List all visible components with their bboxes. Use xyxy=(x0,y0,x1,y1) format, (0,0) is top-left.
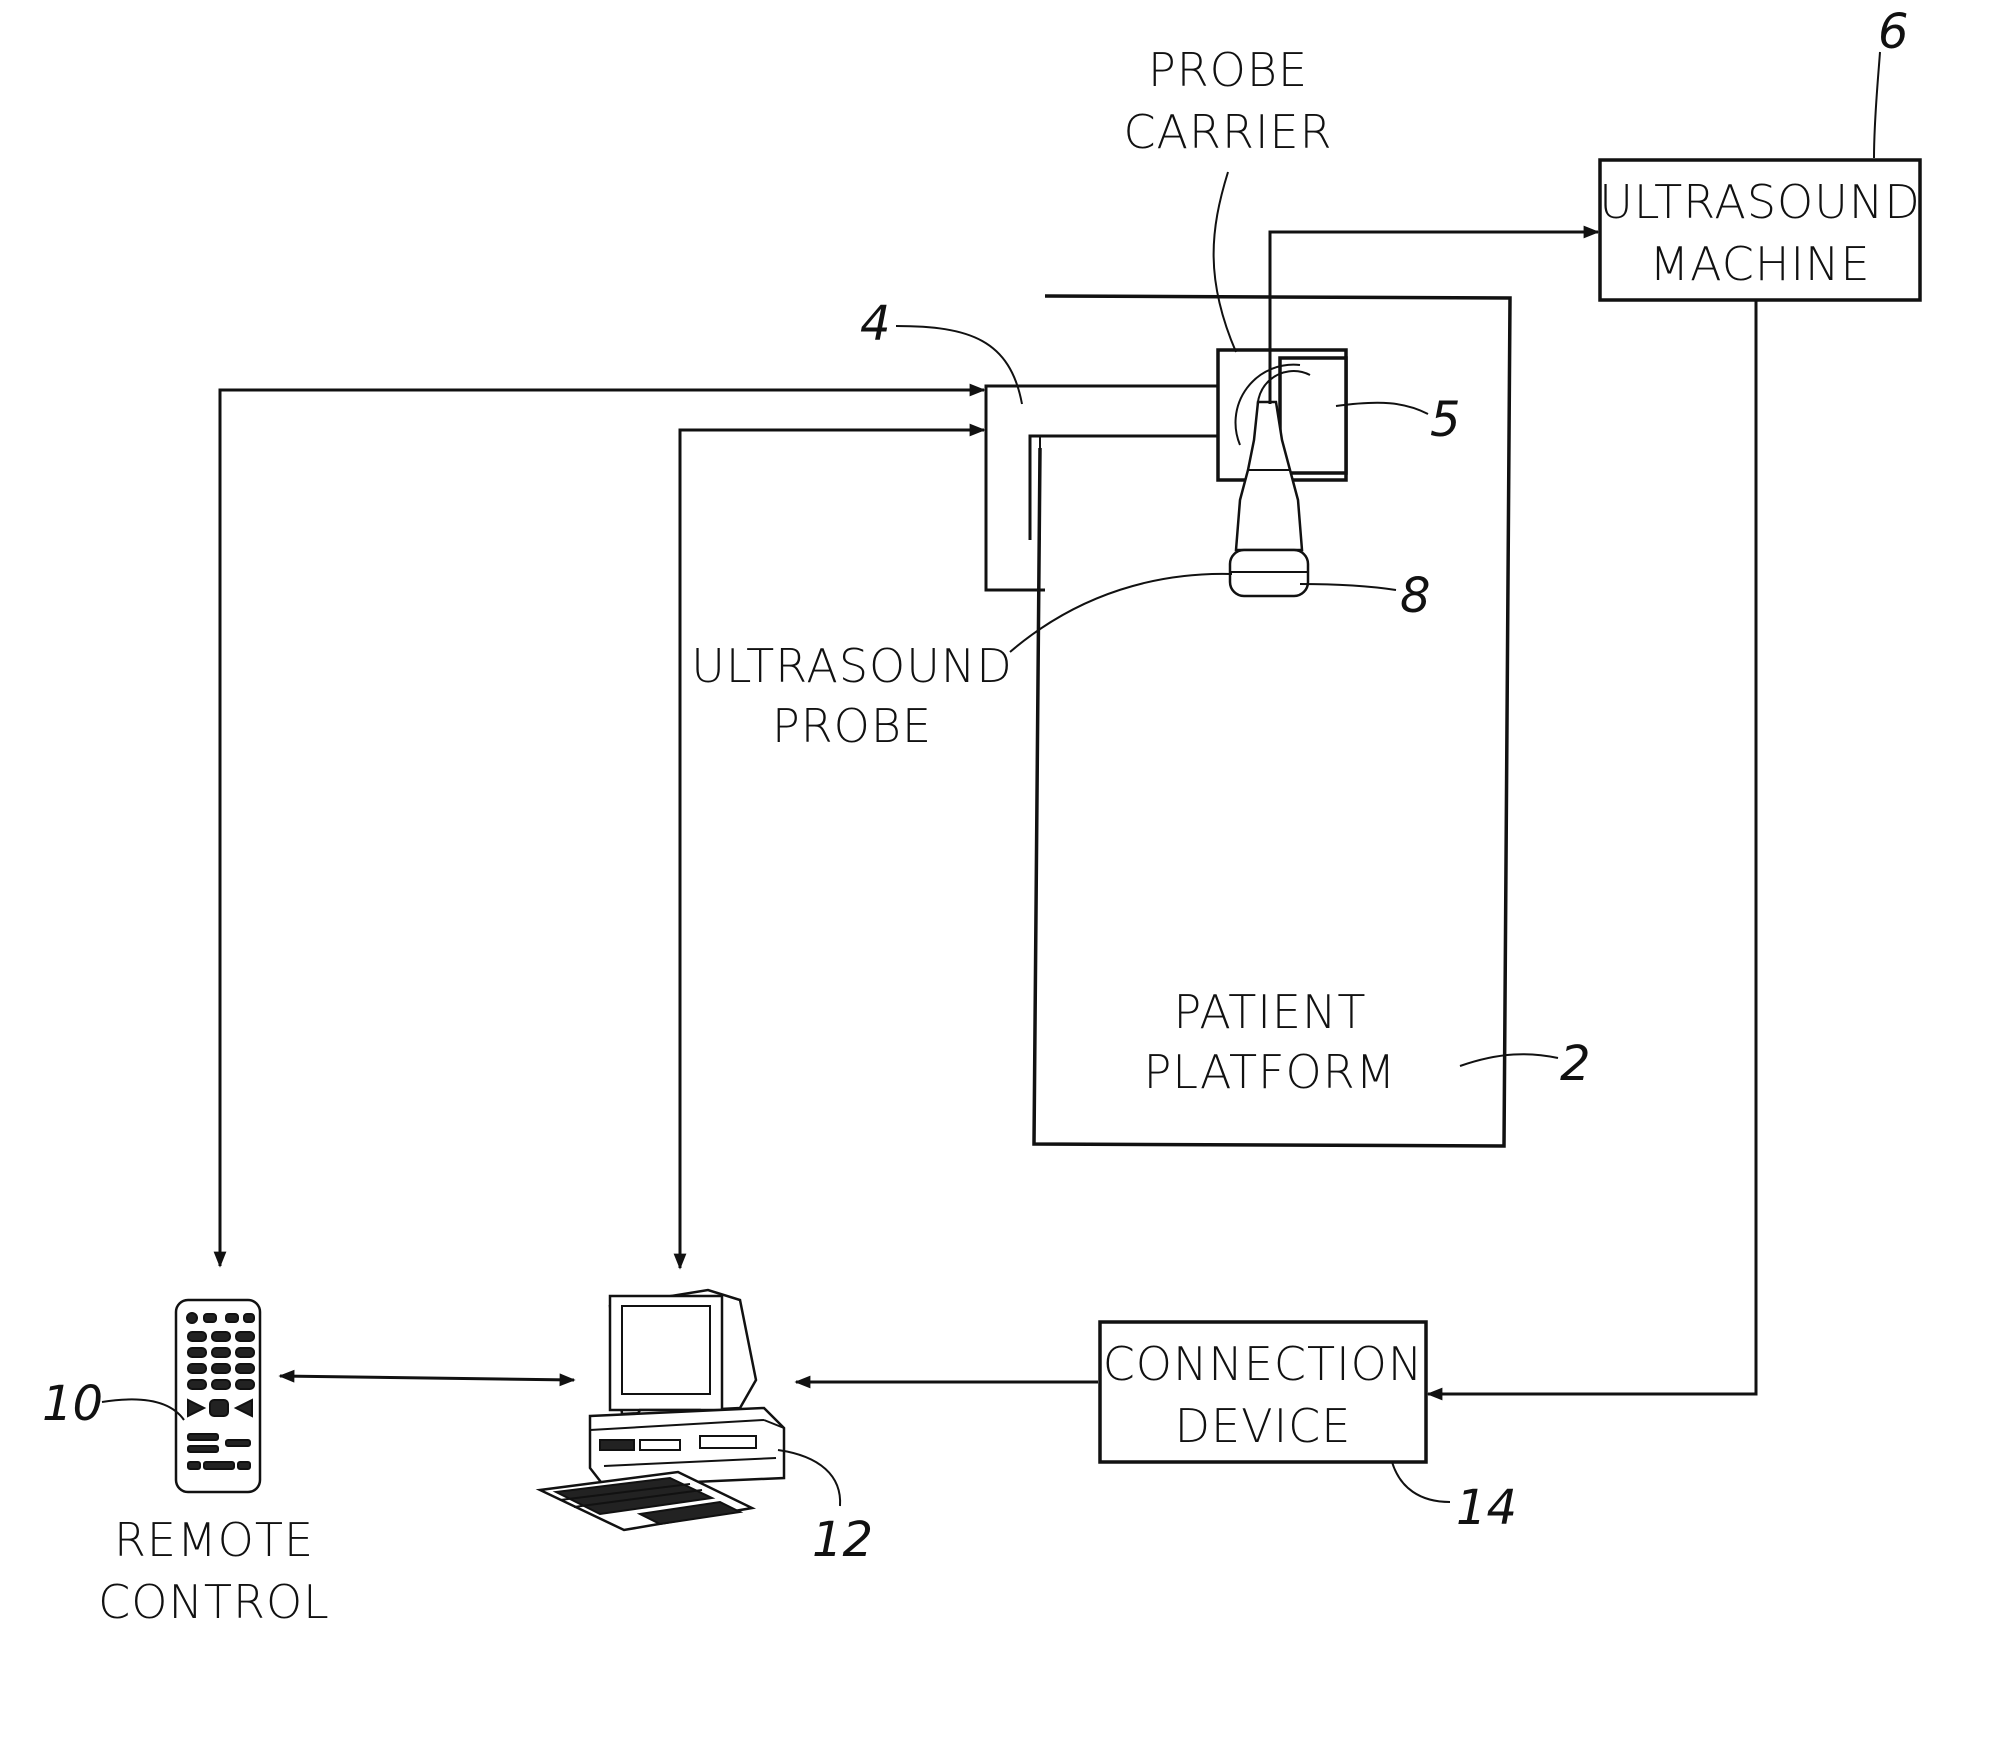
signal-lines xyxy=(220,232,1756,1394)
computer-ref: 12 xyxy=(812,1512,873,1568)
ultrasound-machine-label-1: ULTRASOUND xyxy=(1599,175,1921,229)
connection-device: CONNECTION DEVICE 14 xyxy=(1100,1322,1517,1536)
remote-control-ref: 10 xyxy=(42,1376,103,1432)
carrier-unit-ref: 5 xyxy=(1430,392,1461,448)
machine-ref-leader xyxy=(1874,52,1880,158)
ultrasound-probe-label-2: PROBE xyxy=(772,699,932,753)
connection-device-label-1: CONNECTION xyxy=(1103,1337,1424,1391)
connection-device-ref: 14 xyxy=(1456,1480,1517,1536)
remote-arm-line xyxy=(220,390,984,1266)
connection-device-label-2: DEVICE xyxy=(1175,1399,1352,1453)
ultrasound-probe-ref: 8 xyxy=(1400,568,1431,624)
remote-computer-line xyxy=(280,1376,574,1380)
remote-control: REMOTE CONTROL 10 xyxy=(42,1300,330,1629)
remote-control-label-1: REMOTE xyxy=(114,1513,314,1567)
arm-ref: 4 xyxy=(860,296,891,352)
ultrasound-probe-label-1: ULTRASOUND xyxy=(691,639,1013,693)
computer: 12 xyxy=(540,1290,873,1568)
ultrasound-machine: ULTRASOUND MACHINE 6 xyxy=(1599,4,1921,300)
arm-leader xyxy=(896,326,1022,404)
probe-carrier-label-2: CARRIER xyxy=(1123,105,1332,159)
ultrasound-machine-label-2: MACHINE xyxy=(1649,237,1870,291)
probe-carrier-label-1: PROBE xyxy=(1148,43,1308,97)
connection-ref-leader xyxy=(1392,1462,1450,1502)
ultrasound-machine-ref: 6 xyxy=(1878,4,1909,60)
remote-ref-leader xyxy=(102,1399,184,1420)
computer-ref-leader xyxy=(778,1450,840,1506)
patient-platform-label-1: PATIENT xyxy=(1174,985,1367,1039)
patient-platform-ref: 2 xyxy=(1560,1036,1591,1092)
remote-control-label-2: CONTROL xyxy=(98,1575,330,1629)
computer-arm-line xyxy=(680,430,984,1268)
patient-platform-label-2: PLATFORM xyxy=(1144,1045,1397,1099)
